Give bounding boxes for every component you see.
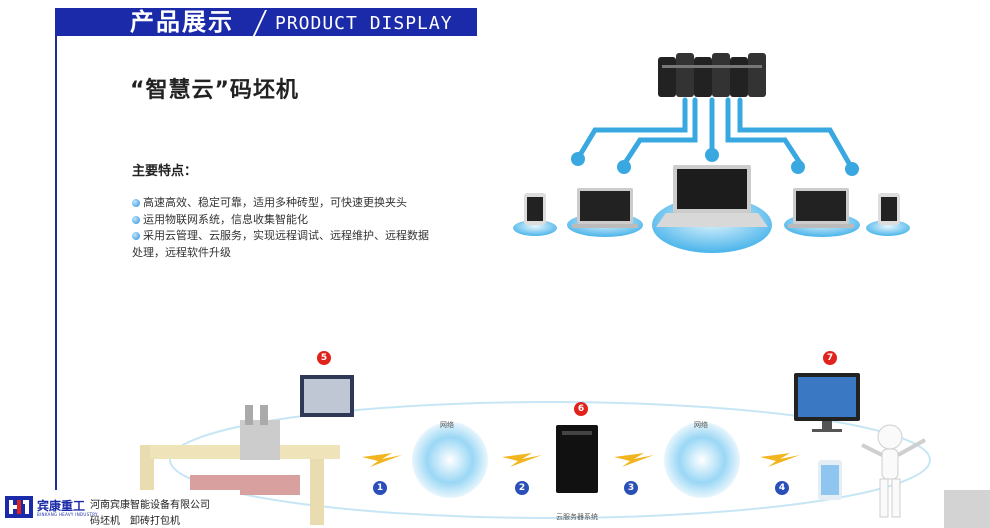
bullet-icon [132, 199, 140, 207]
step-badge-1: 1 [373, 481, 387, 495]
workflow-illustration [140, 373, 931, 525]
monitor-icon [794, 373, 860, 432]
header-title-cn: 产品展示 [130, 8, 234, 36]
server-tower-icon [556, 425, 598, 493]
feature-item-continued: 处理，远程软件升级 [132, 245, 231, 259]
server-label: 云服务器系统 [556, 513, 598, 521]
smartphone-icon [818, 460, 842, 500]
header-divider [251, 10, 267, 36]
brick-stacker-machine-icon [140, 405, 340, 525]
product-list: 码坯机 卸砖打包机 [90, 516, 180, 527]
header-title-en: PRODUCT DISPLAY [275, 13, 453, 34]
phone-icon [878, 193, 900, 225]
section-header: 产品展示 PRODUCT DISPLAY [55, 8, 477, 36]
step-badge-2: 2 [515, 481, 529, 495]
network-label: 网络 [440, 421, 454, 429]
logo-subtitle: BINKANG HEAVY INDUSTRY [37, 512, 98, 517]
network-globe-icon [412, 422, 488, 498]
cloud-network-illustration [513, 53, 910, 253]
step-badge-3: 3 [624, 481, 638, 495]
features-heading: 主要特点： [132, 164, 198, 179]
feature-item: 采用云管理、云服务，实现远程调试、远程维护、远程数据 [132, 228, 462, 245]
left-border [55, 8, 57, 528]
step-badge-5: 5 [317, 351, 331, 365]
company-name: 河南宾康智能设备有限公司 [90, 500, 210, 511]
footer [0, 490, 240, 528]
step-badge-6: 6 [574, 402, 588, 416]
bullet-icon [132, 232, 140, 240]
server-cluster-icon [658, 53, 766, 97]
bullet-icon [132, 215, 140, 224]
network-globe-icon [664, 422, 740, 498]
product-title: “智慧云”码坯机 [130, 78, 299, 103]
step-badge-4: 4 [775, 481, 789, 495]
logo-name: 宾康重工 [37, 499, 86, 513]
features-list: 高速高效、稳定可靠，适用多种砖型，可快速更换夹头 运用物联网系统，信息收集智能化… [132, 195, 462, 261]
laptop-icon [572, 188, 638, 228]
network-label: 网络 [694, 421, 708, 429]
tablet-icon [524, 193, 546, 225]
corner-block [944, 490, 990, 528]
step-badge-7: 7 [823, 351, 837, 365]
laptop-icon [788, 188, 854, 228]
slide-page [55, 8, 942, 528]
feature-item: 运用物联网系统，信息收集智能化 [132, 212, 462, 229]
mascot-figure-icon [861, 424, 926, 518]
company-logo-icon [5, 496, 33, 518]
feature-item: 高速高效、稳定可靠，适用多种砖型，可快速更换夹头 [132, 195, 462, 212]
control-cabinet-icon [300, 375, 354, 417]
main-laptop-icon [656, 165, 768, 227]
